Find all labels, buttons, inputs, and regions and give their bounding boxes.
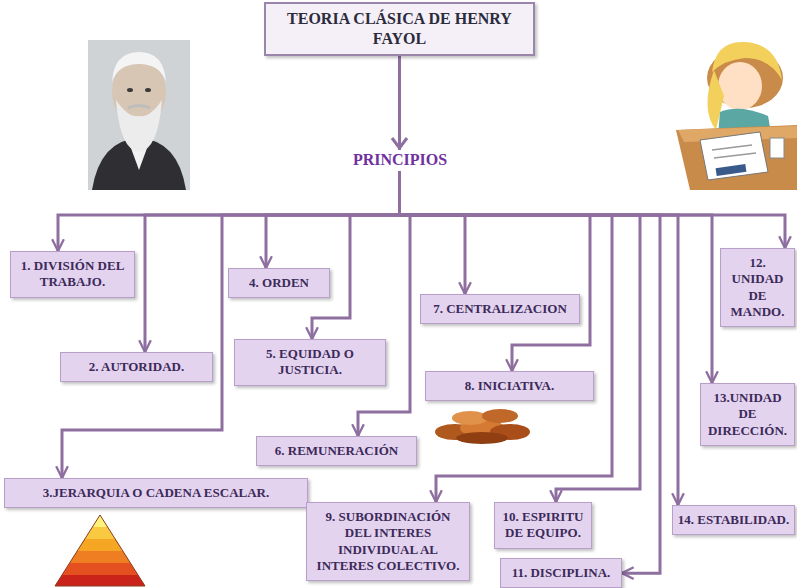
connector-arrow — [400, 56, 679, 505]
principle-box: 14. ESTABILIDAD. — [672, 505, 795, 535]
node-text: 4. ORDEN — [233, 275, 325, 291]
node-text: 9. SUBORDINACIÓN DEL INTERES INDIVIDUAL … — [311, 509, 465, 574]
principle-box: 5. EQUIDAD O JUSTICIA. — [234, 339, 386, 386]
principle-box: 6. REMUNERACIÓN — [256, 436, 417, 466]
node-text: 10. ESPIRITU DE EQUIPO. — [499, 509, 587, 542]
principle-box: 11. DISCIPLINA. — [500, 558, 622, 588]
node-text: 1. DIVISIÓN DEL TRABAJO. — [15, 258, 130, 291]
connector-arrow — [400, 56, 786, 248]
node-text: 12. UNIDAD DE MANDO. — [725, 255, 790, 320]
node-text: 5. EQUIDAD O JUSTICIA. — [239, 346, 381, 379]
node-text: 8. INICIATIVA. — [430, 378, 589, 394]
connector-arrow — [400, 56, 466, 294]
node-text: 14. ESTABILIDAD. — [677, 512, 790, 528]
principle-box: 4. ORDEN — [228, 268, 330, 298]
pyramid-outline — [55, 515, 145, 586]
principle-box: 13.UNIDAD DE DIRECCIÓN. — [700, 383, 795, 446]
node-text: 13.UNIDAD DE DIRECCIÓN. — [705, 390, 790, 439]
section-label: PRINCIPIOS — [348, 150, 452, 171]
node-text: TEORIA CLÁSICA DE HENRY FAYOL — [272, 9, 527, 49]
principle-box: 9. SUBORDINACIÓN DEL INTERES INDIVIDUAL … — [306, 502, 470, 581]
connector-arrow — [400, 56, 613, 502]
connector-arrow — [145, 56, 400, 352]
connector-arrow — [400, 56, 713, 383]
node-text: 2. AUTORIDAD. — [65, 359, 208, 375]
principle-box: 2. AUTORIDAD. — [60, 352, 213, 382]
node-text: 3.JERARQUIA O CADENA ESCALAR. — [9, 485, 303, 501]
coins — [432, 405, 534, 445]
pyramid — [50, 515, 150, 587]
connector-arrow — [400, 56, 661, 573]
principle-box: 7. CENTRALIZACION — [420, 294, 580, 324]
node-text: 11. DISCIPLINA. — [505, 565, 617, 581]
principle-box: 12. UNIDAD DE MANDO. — [720, 248, 795, 327]
title-box: TEORIA CLÁSICA DE HENRY FAYOL — [264, 2, 535, 56]
node-text: 7. CENTRALIZACION — [425, 301, 575, 317]
connector-arrow — [400, 56, 641, 502]
portrait — [88, 40, 190, 190]
principle-box: 10. ESPIRITU DE EQUIPO. — [494, 502, 592, 549]
principle-box: 8. INICIATIVA. — [425, 371, 594, 401]
node-text: 6. REMUNERACIÓN — [261, 443, 412, 459]
principle-box: 3.JERARQUIA O CADENA ESCALAR. — [4, 478, 308, 508]
principle-box: 1. DIVISIÓN DEL TRABAJO. — [10, 251, 135, 298]
cartoon-boss — [676, 42, 797, 190]
